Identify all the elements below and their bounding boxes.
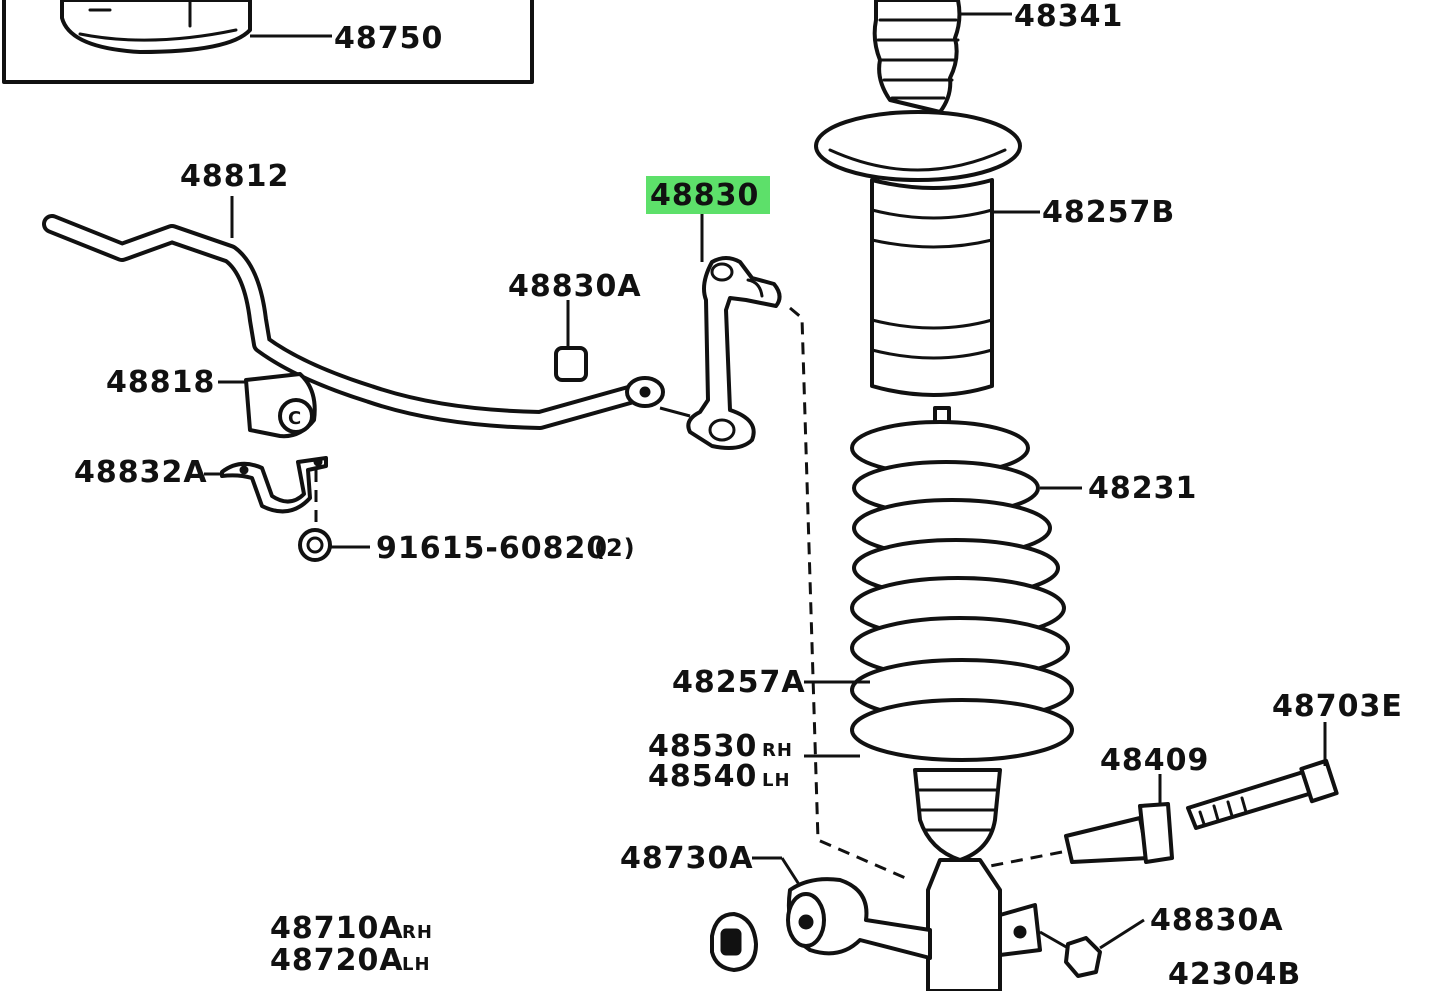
svg-text:C: C: [288, 408, 302, 429]
stabilizer-bushing: C: [218, 372, 317, 439]
label-48812: 48812: [180, 159, 289, 194]
label-48750: 48750: [334, 21, 443, 56]
coil-spring: [850, 406, 1082, 762]
label-48540: 48540: [648, 759, 757, 794]
dashed-guide-link: [789, 306, 911, 882]
lower-arm-bushing: [752, 856, 932, 960]
bolt-48703E: [1186, 722, 1339, 830]
stabilizer-bar: [42, 196, 665, 430]
label-48341: 48341: [1014, 0, 1123, 34]
label-48540-suffix: LH: [762, 770, 791, 791]
stabilizer-bracket: [204, 456, 328, 514]
shock-absorber: [913, 768, 1042, 991]
label-48818: 48818: [106, 365, 215, 400]
label-48730A: 48730A: [620, 841, 754, 876]
label-48257A: 48257A: [672, 665, 806, 700]
label-48409: 48409: [1100, 743, 1209, 778]
upper-seat-and-boot: [814, 110, 1040, 397]
bracket-nut: [298, 528, 370, 562]
stabilizer-link: [659, 214, 782, 450]
label-48710A-suffix: RH: [402, 922, 433, 943]
label-48830A-bottom: 48830A: [1150, 903, 1284, 938]
link-nut-bottom: [1039, 918, 1145, 978]
label-48830: 48830: [650, 178, 759, 213]
label-91615: 91615-60820: [376, 531, 608, 566]
bump-stopper: [872, 0, 1012, 114]
label-48530: 48530: [648, 729, 757, 764]
label-48710A: 48710A: [270, 911, 404, 946]
label-48231: 48231: [1088, 471, 1197, 506]
label-91615-qty: (2): [594, 534, 636, 562]
link-nut-top: [554, 300, 588, 382]
inset-box: [2, 0, 534, 84]
bolt-48409: [1064, 774, 1174, 864]
highlight-48830: [646, 176, 770, 214]
label-48830A-top: 48830A: [508, 269, 642, 304]
label-48720A: 48720A: [270, 943, 404, 978]
label-48832A: 48832A: [74, 455, 208, 490]
label-48720A-suffix: LH: [402, 954, 431, 975]
dashed-guide-bolt: [989, 850, 1063, 868]
label-48703E: 48703E: [1272, 689, 1403, 724]
label-42304B: 42304B: [1168, 957, 1301, 991]
label-48530-suffix: RH: [762, 740, 793, 761]
lower-left-nut: [710, 912, 758, 972]
label-48257B: 48257B: [1042, 195, 1175, 230]
